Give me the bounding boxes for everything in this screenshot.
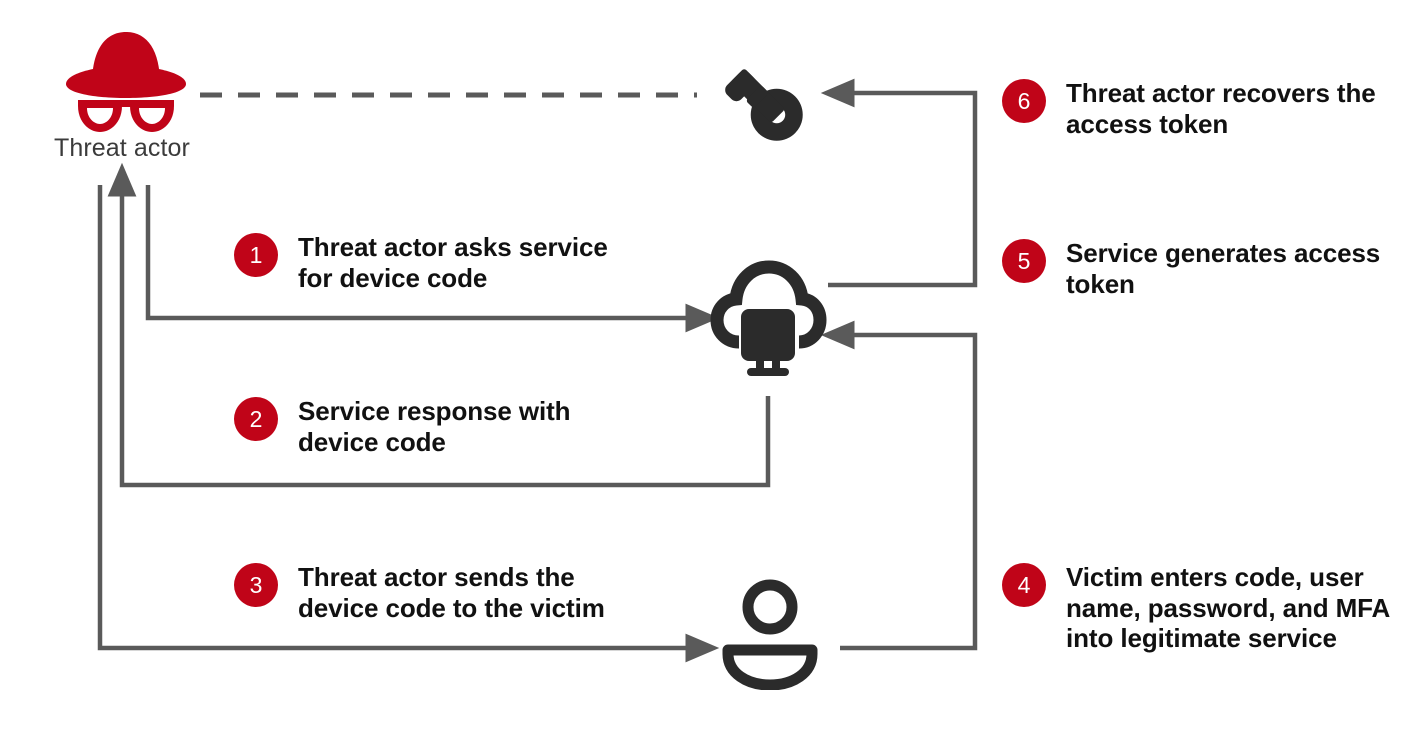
access-token-node xyxy=(712,50,816,154)
connector-step-5-6 xyxy=(820,78,978,288)
service-node xyxy=(706,256,830,380)
step-3: 3 Threat actor sends the device code to … xyxy=(234,562,605,623)
victim-node xyxy=(714,578,826,691)
step-2-text: Service response with device code xyxy=(298,396,571,457)
step-4-badge: 4 xyxy=(1002,563,1046,607)
step-6-text: Threat actor recovers the access token xyxy=(1066,78,1376,139)
step-1-text: Threat actor asks service for device cod… xyxy=(298,232,608,293)
step-2-badge: 2 xyxy=(234,397,278,441)
step-5-badge: 5 xyxy=(1002,239,1046,283)
step-4-text: Victim enters code, user name, password,… xyxy=(1066,562,1391,654)
step-5-text: Service generates access token xyxy=(1066,238,1381,299)
connector-step-2 xyxy=(107,162,771,488)
step-6: 6 Threat actor recovers the access token xyxy=(1002,78,1376,139)
person-icon xyxy=(722,579,818,691)
hat-and-glasses-icon xyxy=(66,32,186,132)
step-5: 5 Service generates access token xyxy=(1002,238,1380,299)
connector-step-3 xyxy=(97,185,720,663)
step-2: 2 Service response with device code xyxy=(234,396,571,457)
cloud-monitor-icon xyxy=(710,260,827,376)
step-1-badge: 1 xyxy=(234,233,278,277)
threat-actor-label: Threat actor xyxy=(54,134,190,162)
step-3-text: Threat actor sends the device code to th… xyxy=(298,562,605,623)
step-1: 1 Threat actor asks service for device c… xyxy=(234,232,608,293)
connector-step-1 xyxy=(145,185,720,333)
threat-actor-node xyxy=(58,22,194,134)
step-6-badge: 6 xyxy=(1002,79,1046,123)
step-3-badge: 3 xyxy=(234,563,278,607)
step-4: 4 Victim enters code, user name, passwor… xyxy=(1002,562,1390,654)
connector-step-4 xyxy=(820,320,978,651)
key-icon xyxy=(725,69,803,141)
